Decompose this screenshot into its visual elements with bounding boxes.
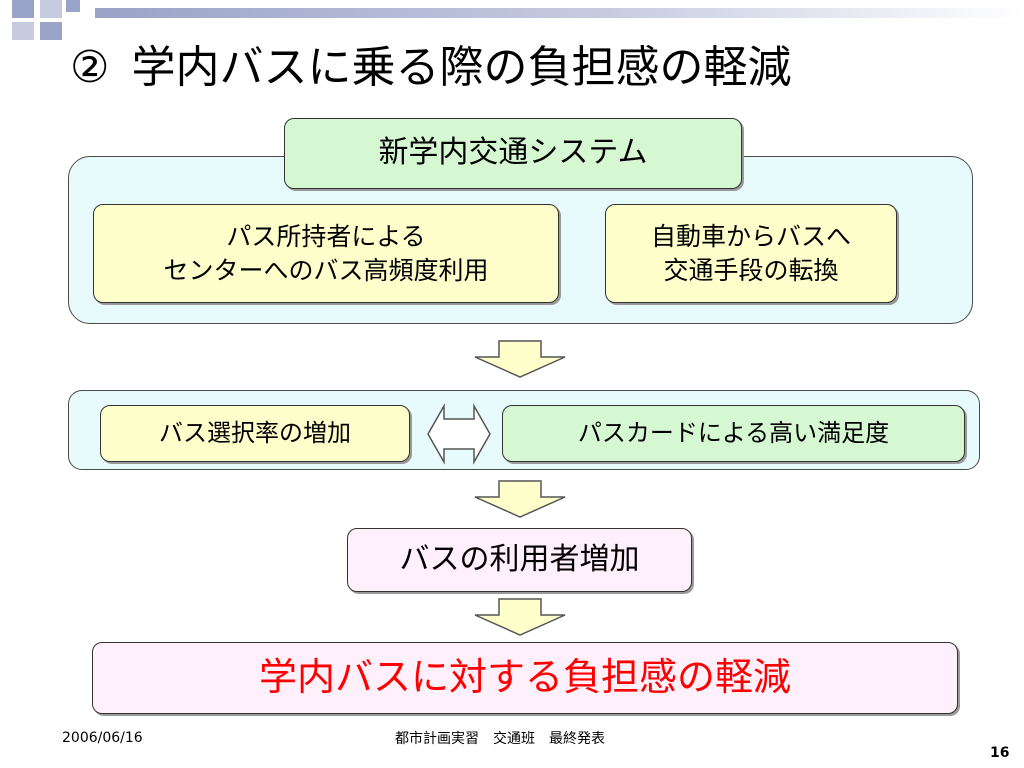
left-effect-line2: センターへのバス高頻度利用	[163, 255, 489, 285]
result-label: 学内バスに対する負担感の軽減	[258, 655, 791, 700]
decor-square-5	[40, 22, 62, 40]
system-label-box: 新学内交通システム	[284, 118, 742, 189]
page-number: 16	[990, 745, 1010, 761]
double-arrow	[427, 403, 491, 465]
decor-square-1	[12, 0, 34, 18]
bus-users-label: バスの利用者増加	[399, 541, 640, 577]
title-bar	[95, 8, 1024, 18]
down-arrow-1	[474, 340, 566, 378]
title-text: 学内バスに乗る際の負担感の軽減	[131, 42, 792, 93]
down-arrow-3	[474, 598, 566, 636]
result-box: 学内バスに対する負担感の軽減	[92, 642, 958, 714]
slide-title: ② 学内バスに乗る際の負担感の軽減	[70, 40, 791, 96]
system-label: 新学内交通システム	[378, 135, 648, 171]
pass-satisfaction-label: パスカードによる高い満足度	[577, 419, 890, 448]
bus-selection-label: バス選択率の増加	[159, 419, 351, 448]
right-effect-box: 自動車からバスへ 交通手段の転換	[605, 204, 897, 303]
right-effect-line1: 自動車からバスへ	[650, 221, 851, 251]
right-effect-line2: 交通手段の転換	[663, 255, 839, 285]
down-arrow-2	[474, 480, 566, 518]
footer-date: 2006/06/16	[62, 730, 143, 746]
footer-title: 都市計画実習 交通班 最終発表	[395, 731, 605, 747]
bus-users-box: バスの利用者増加	[347, 528, 692, 592]
pass-satisfaction-box: パスカードによる高い満足度	[502, 405, 965, 462]
decor-square-2	[40, 0, 62, 18]
decor-square-4	[12, 22, 34, 40]
left-effect-line1: パス所持者による	[226, 221, 426, 251]
decor-square-3	[66, 0, 80, 12]
title-number: ②	[70, 42, 110, 93]
left-effect-box: パス所持者による センターへのバス高頻度利用	[93, 204, 559, 303]
bus-selection-box: バス選択率の増加	[100, 405, 410, 462]
